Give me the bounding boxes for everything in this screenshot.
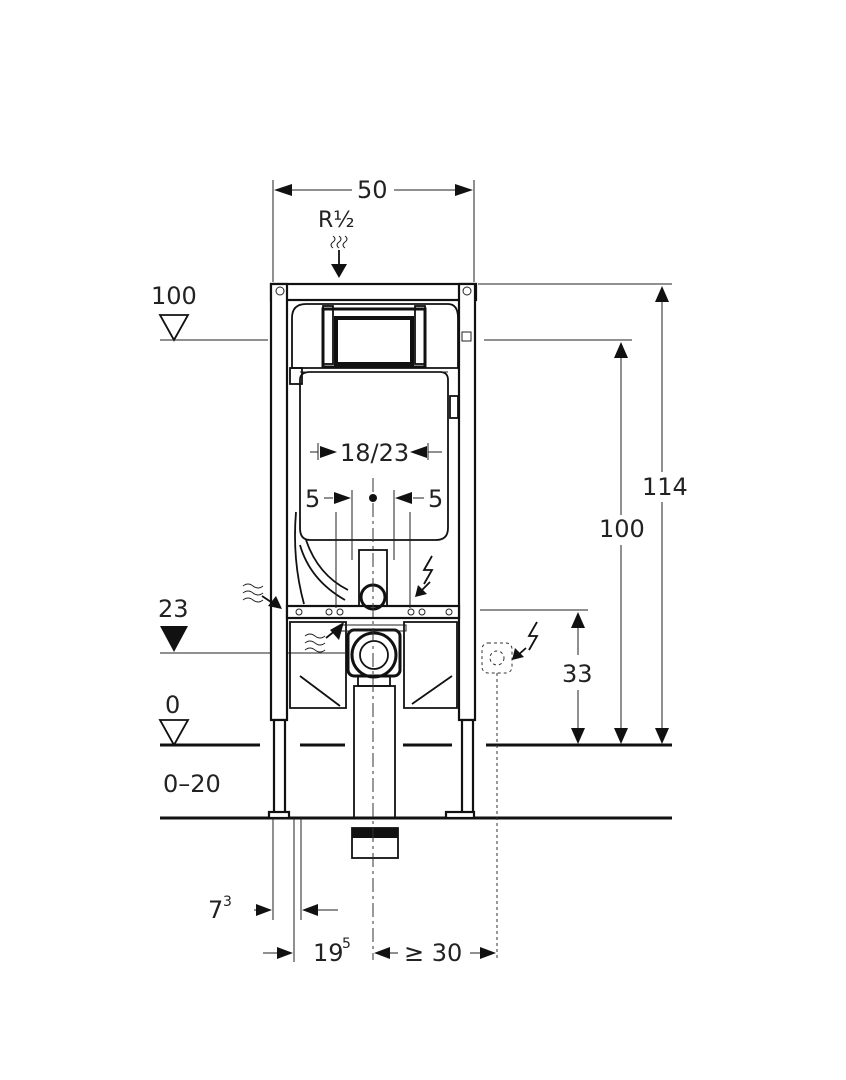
dimension-offset-right: 5 — [393, 485, 443, 608]
level-marker-23: 23 — [158, 595, 345, 654]
svg-text:5: 5 — [305, 485, 320, 513]
svg-text:R½: R½ — [318, 208, 355, 233]
dimension-spacing: 18/23 — [310, 439, 442, 467]
dimension-width: 50 — [272, 176, 475, 282]
dimension-height-total: 114 — [478, 283, 688, 744]
floor-lines — [160, 743, 672, 820]
level-marker-100: 100 — [151, 282, 268, 342]
dimension-side-distance: ≥ 30 — [374, 939, 496, 967]
installation-frame — [267, 282, 478, 820]
svg-text:≥ 30: ≥ 30 — [404, 939, 462, 967]
cistern — [289, 303, 472, 541]
dimension-center-offset: 19 5 — [263, 818, 351, 967]
svg-text:7: 7 — [208, 896, 223, 924]
dimension-height-flush: 100 — [484, 339, 645, 744]
svg-text:100: 100 — [599, 515, 645, 543]
level-marker-0: 0 — [158, 691, 190, 747]
svg-text:5: 5 — [428, 485, 443, 513]
floor-range-label: 0–20 — [163, 770, 221, 798]
svg-text:50: 50 — [357, 176, 388, 204]
socket-icon — [481, 621, 539, 960]
center-point — [369, 494, 377, 502]
svg-text:100: 100 — [151, 282, 197, 310]
water-hose — [294, 511, 349, 605]
svg-text:5: 5 — [342, 936, 351, 952]
electric-power-icon — [415, 555, 434, 597]
water-arrow-left — [242, 583, 282, 609]
svg-text:23: 23 — [158, 595, 189, 623]
dimension-offset-left: 5 — [305, 485, 353, 608]
svg-text:18/23: 18/23 — [340, 439, 409, 467]
svg-text:114: 114 — [642, 473, 688, 501]
drain-pipe-icon — [289, 549, 458, 859]
svg-text:0: 0 — [165, 691, 180, 719]
water-supply-icon: R½ — [318, 208, 355, 278]
svg-text:3: 3 — [223, 894, 232, 910]
water-arrow-center — [304, 622, 344, 653]
dimension-foot-offset: 7 3 — [208, 818, 338, 924]
dimension-height-power: 33 — [480, 609, 593, 744]
svg-text:33: 33 — [562, 660, 593, 688]
svg-text:19: 19 — [313, 939, 344, 967]
flush-plate-icon — [321, 305, 427, 369]
